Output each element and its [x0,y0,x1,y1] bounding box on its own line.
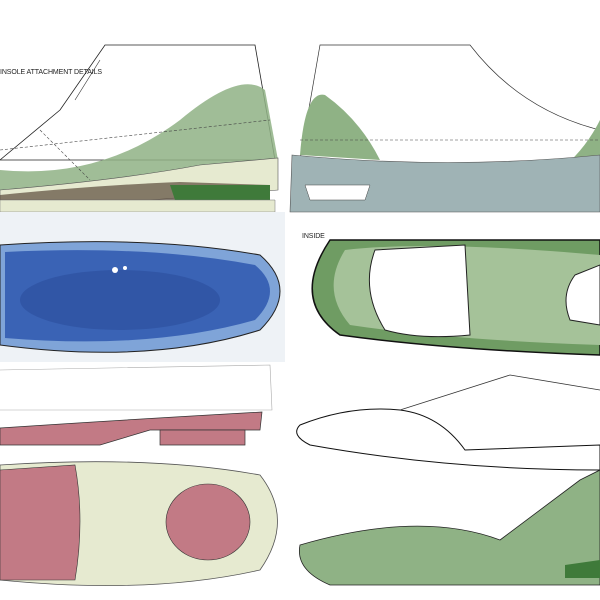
blue-insole-top-view [0,212,285,362]
insole-profile-left [0,364,273,446]
inside-label: INSIDE [302,233,325,240]
attachment-details-label: INSOLE ATTACHMENT DETAILS [0,69,103,76]
green-sole-bottom-right [298,469,600,586]
inside-green-insole-view [311,239,600,356]
shoe-side-view-right [289,44,600,213]
insole-outline-right [296,374,600,471]
footbed-bottom-left [0,461,278,587]
shoe-side-view-left [0,44,279,213]
